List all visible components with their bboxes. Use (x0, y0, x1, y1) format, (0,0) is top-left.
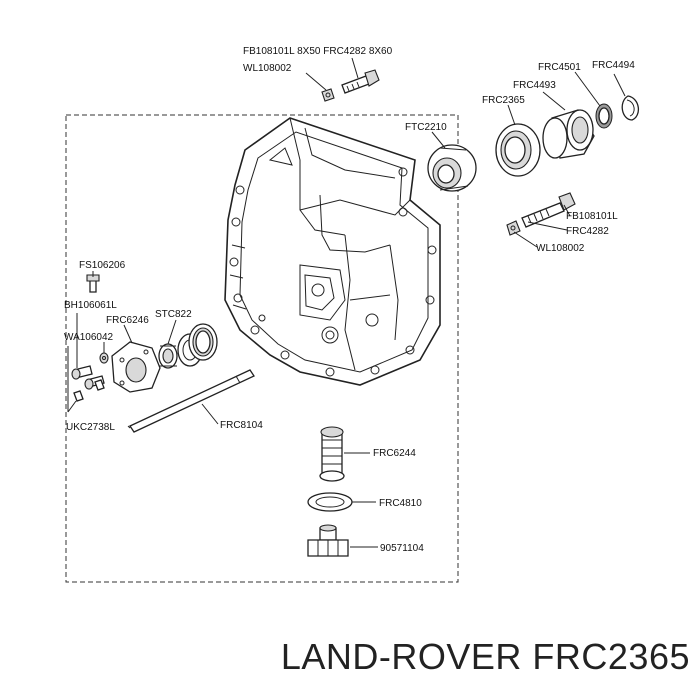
pin-ukc2738l (73, 379, 105, 402)
label-frc4501: FRC4501 (538, 62, 581, 73)
label-frc4494: FRC4494 (592, 60, 635, 71)
label-frc4282-right: FRC4282 (566, 226, 609, 237)
right-bolt-fb108101l (521, 192, 576, 228)
sleeve-frc4493 (542, 109, 595, 159)
label-frc6246: FRC6246 (106, 315, 149, 326)
label-fb108101l-top: FB108101L 8X50 FRC4282 8X60 (243, 46, 393, 57)
label-wa106042: WA106042 (64, 332, 114, 343)
label-stc822: STC822 (155, 309, 192, 320)
filter-frc6244 (319, 426, 345, 482)
leader-lines (67, 57, 626, 548)
label-frc4810: FRC4810 (379, 498, 422, 509)
label-frc2365: FRC2365 (482, 95, 525, 106)
footer-title: LAND-ROVER FRC2365 (280, 636, 690, 677)
top-bolt-fb108101l (341, 69, 380, 94)
ring-frc6246 (188, 323, 218, 361)
gearbox-housing (224, 117, 441, 386)
bolt-fs106206 (86, 274, 100, 293)
top-washer-wl108002 (321, 88, 335, 102)
label-ukc2738l: UKC2738L (66, 422, 115, 433)
label-frc8104: FRC8104 (220, 420, 263, 431)
label-bh106061l: BH106061L (64, 300, 117, 311)
label-90571104: 90571104 (380, 543, 424, 554)
bolt-bh106061l (71, 365, 105, 390)
plug-90571104 (307, 524, 349, 557)
circlip-frc4494 (621, 95, 639, 121)
oil-seal-ftc2210 (427, 144, 477, 192)
pump-body-frc6246 (111, 341, 161, 393)
label-ftc2210: FTC2210 (405, 122, 447, 133)
right-washer-wl108002 (506, 220, 521, 236)
label-fs106206: FS106206 (79, 260, 126, 271)
label-wl108002-top: WL108002 (243, 63, 292, 74)
label-frc4493: FRC4493 (513, 80, 556, 91)
washer-wa106042 (99, 352, 109, 364)
washer-frc4810 (307, 492, 353, 512)
gear-frc6246 (158, 343, 178, 369)
label-fb108101l-right: FB108101L (566, 211, 618, 222)
label-wl108002-right: WL108002 (536, 243, 585, 254)
assembly-boundary (65, 114, 459, 583)
ring-frc4501 (595, 103, 613, 129)
shaft-frc8104 (129, 369, 255, 433)
seal-frc2365 (495, 123, 541, 177)
label-frc6244: FRC6244 (373, 448, 416, 459)
